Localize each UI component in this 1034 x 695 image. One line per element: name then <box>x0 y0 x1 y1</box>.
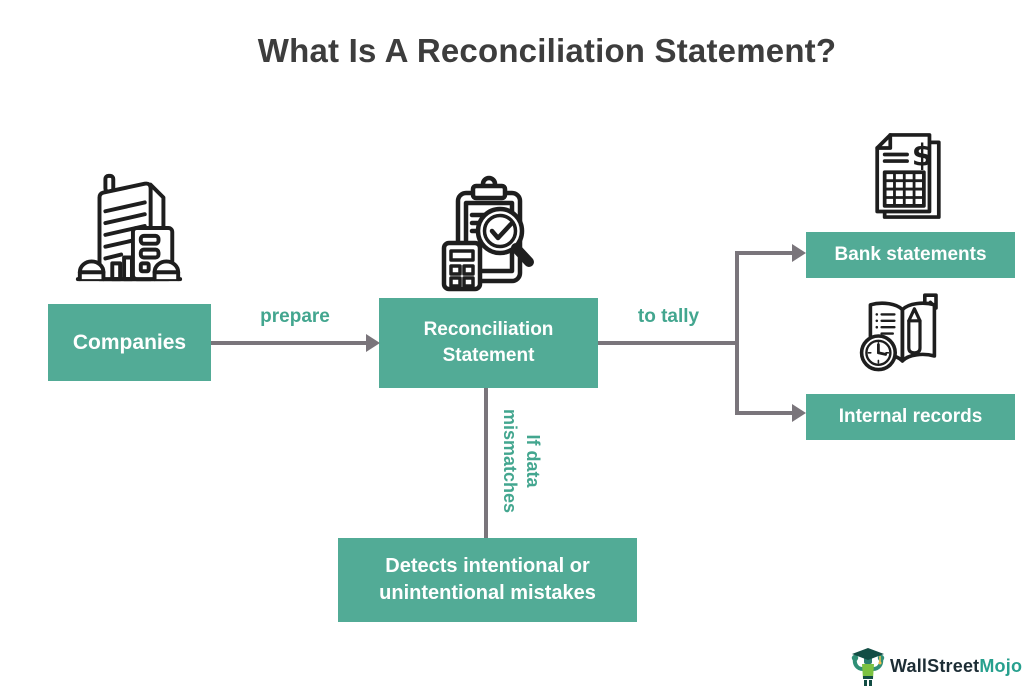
reconciliation-statement-node: Reconciliation Statement <box>379 298 598 388</box>
mismatch-connector-line <box>484 388 488 538</box>
detects-mistakes-node: Detects intentional or unintentional mis… <box>338 538 637 622</box>
branch-vertical-line <box>735 251 739 415</box>
building-icon <box>70 166 188 288</box>
wallstreetmojo-brand-text: WallStreetMojo <box>890 656 1022 677</box>
brand-dark-text: WallStreet <box>890 655 980 676</box>
to-tally-edge-label: to tally <box>637 306 700 327</box>
companies-node: Companies <box>48 304 211 381</box>
prepare-edge-label: prepare <box>260 306 330 327</box>
clipboard-calculator-magnifier-icon <box>424 168 548 294</box>
internal-branch-line <box>737 411 793 415</box>
prepare-arrow-line <box>211 341 367 345</box>
ledger-book-clock-pencil-icon <box>856 286 952 386</box>
bank-statements-node: Bank statements <box>806 232 1015 278</box>
brand-accent-text: Mojo <box>979 655 1023 676</box>
to-tally-arrow-line <box>598 341 739 345</box>
wallstreetmojo-logo: WallStreetMojo <box>850 645 1022 687</box>
if-data-mismatches-edge-label: If data mismatches <box>499 408 543 514</box>
internal-arrowhead-icon <box>792 404 806 422</box>
page-title: What Is A Reconciliation Statement? <box>257 32 837 69</box>
wallstreetmojo-mascot-icon <box>850 645 886 687</box>
internal-records-node: Internal records <box>806 394 1015 440</box>
svg-text:$: $ <box>912 139 933 174</box>
bank-arrowhead-icon <box>792 244 806 262</box>
prepare-arrowhead-icon <box>366 334 380 352</box>
bank-statement-document-icon: $ <box>866 128 950 224</box>
bank-branch-line <box>737 251 793 255</box>
